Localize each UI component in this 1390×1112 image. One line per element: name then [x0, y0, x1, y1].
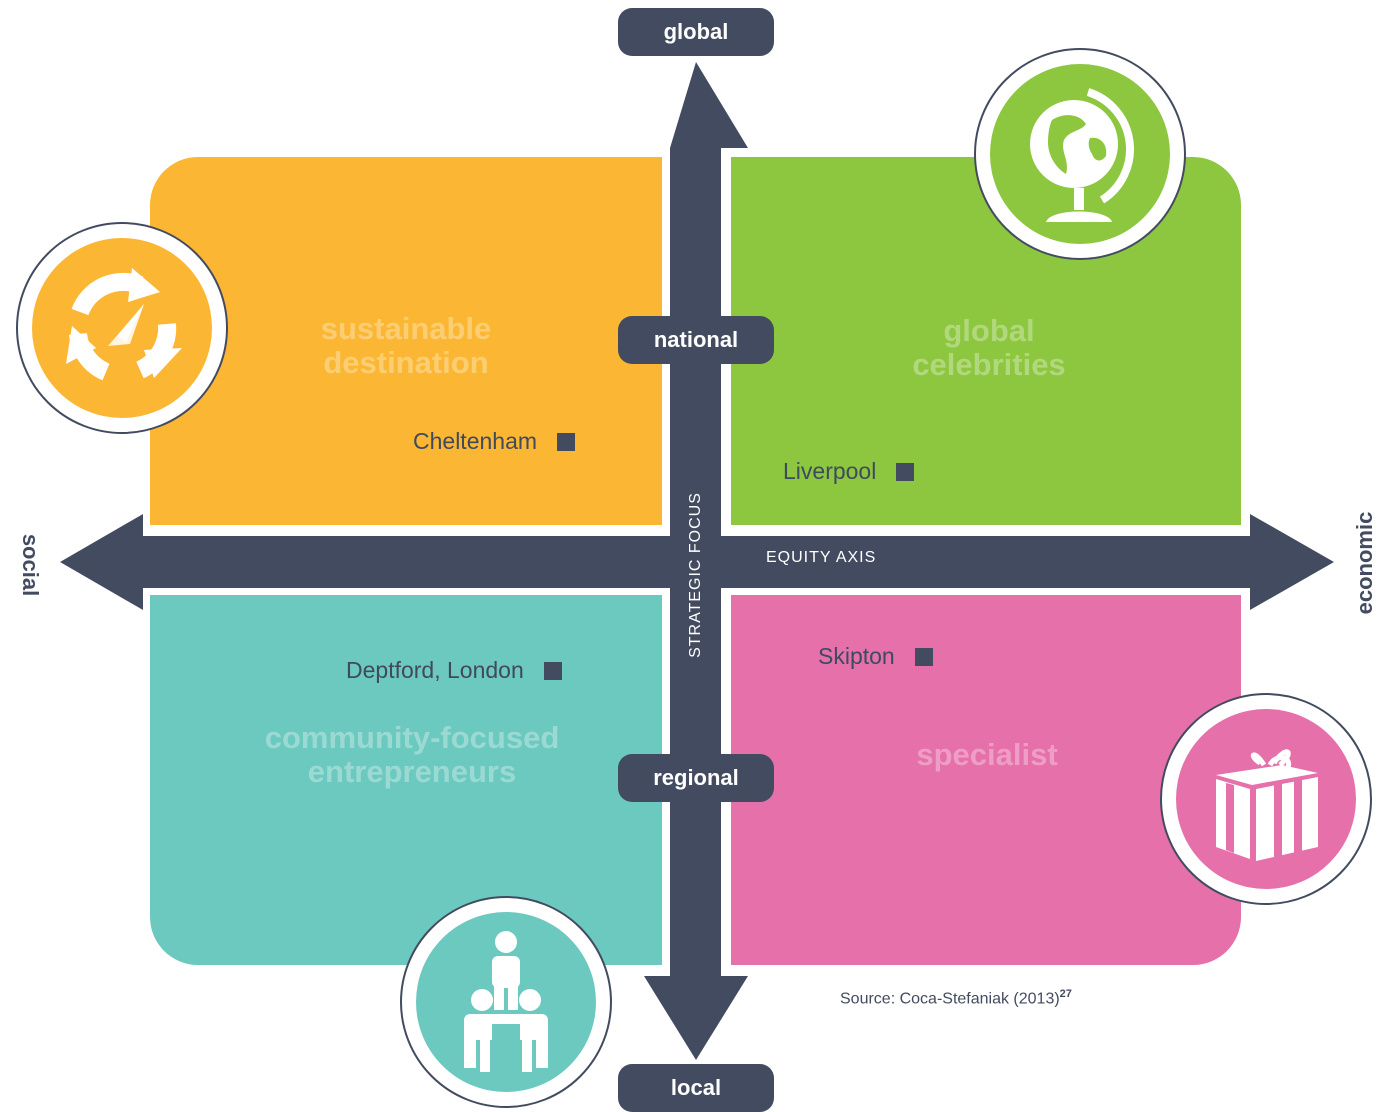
source-note: Source: Coca-Stefaniak (2013)27 [840, 988, 1072, 1008]
place-label: Skipton [818, 643, 895, 669]
quadrant-specialist [731, 595, 1241, 965]
square-marker-icon [557, 432, 576, 451]
place-marker-deptford: Deptford, London [346, 657, 562, 684]
economic-end-label: economic [1352, 511, 1377, 615]
square-marker-icon [914, 647, 933, 666]
square-marker-icon [543, 661, 562, 680]
strategic-focus-axis-arrow [644, 62, 748, 1060]
people-pyramid-icon [464, 931, 548, 1074]
social-end-label: social [18, 533, 43, 597]
scale-label-global: global [618, 8, 774, 56]
specialist-badge [1160, 693, 1372, 905]
source-text: Source: Coca-Stefaniak (2013) [840, 990, 1060, 1008]
strategic-focus-axis-label: STRATEGIC FOCUS [687, 492, 704, 658]
compass-cycle-icon [66, 268, 182, 381]
scale-label-local: local [618, 1064, 774, 1112]
quadrant-title-global-celebrities: global celebrities [912, 313, 1066, 382]
scale-label-regional: regional [618, 754, 774, 802]
place-label: Deptford, London [346, 657, 524, 683]
place-marker-skipton: Skipton [818, 643, 933, 670]
square-marker-icon [896, 462, 915, 481]
globe-icon [1030, 88, 1134, 222]
gift-box-icon [1216, 749, 1318, 861]
place-marker-cheltenham: Cheltenham [413, 428, 576, 455]
place-label: Liverpool [783, 458, 877, 484]
equity-axis-label: EQUITY AXIS [766, 549, 877, 566]
quadrant-community-focused-entrepreneurs [150, 595, 662, 965]
scale-label-national: national [618, 316, 774, 364]
quadrant-title-community-focused-entrepreneurs: community-focused entrepreneurs [264, 720, 560, 789]
place-marker-liverpool: Liverpool [783, 458, 915, 485]
global-celebrities-badge [974, 48, 1186, 260]
sustainable-badge [16, 222, 228, 434]
quadrant-title-sustainable-destination: sustainable destination [320, 311, 492, 380]
community-badge [400, 896, 612, 1108]
place-label: Cheltenham [413, 428, 538, 454]
source-reference: 27 [1059, 988, 1072, 1000]
quadrant-title-specialist: specialist [916, 737, 1058, 772]
quadrant-sustainable-destination [150, 157, 662, 525]
